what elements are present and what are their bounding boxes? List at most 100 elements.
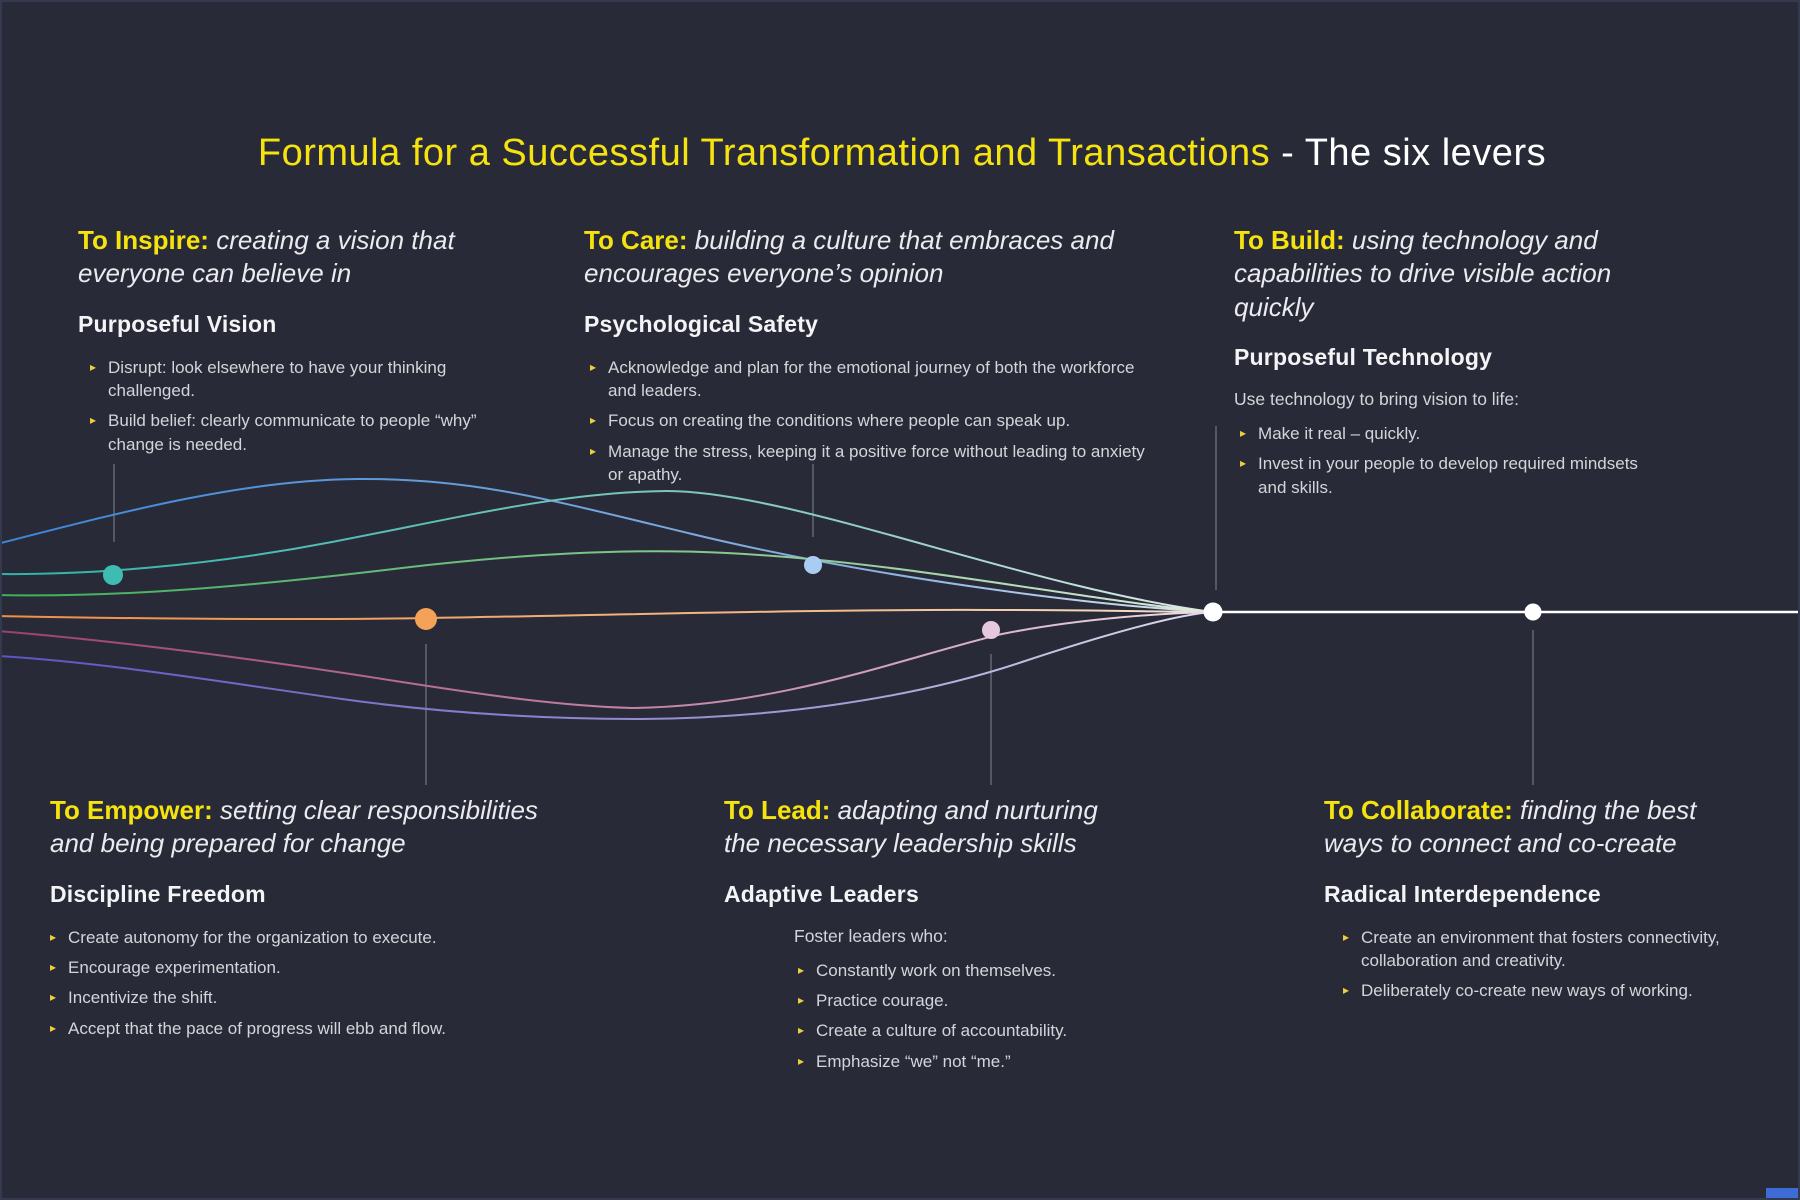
lever-heading: To Lead: adapting and nurturing the nece… (724, 794, 1104, 861)
list-item: ▸ Create a culture of accountability. (798, 1019, 1104, 1042)
lever-intro: Foster leaders who: (794, 925, 948, 946)
stream-purple (2, 611, 1214, 721)
lever-title: To Empower: (50, 795, 213, 825)
bullet-text: Encourage experimentation. (68, 957, 281, 977)
lever-heading: To Empower: setting clear responsibiliti… (50, 794, 550, 861)
list-item: ▸ Accept that the pace of progress will e… (50, 1017, 550, 1040)
bullet-triangle-icon: ▸ (798, 1053, 805, 1068)
stream-orange (2, 608, 1214, 621)
section-to-care: To Care: building a culture that embrace… (584, 224, 1159, 494)
bullet-text: Manage the stress, keeping it a positive… (608, 441, 1145, 485)
bullet-text: Acknowledge and plan for the emotional j… (608, 357, 1135, 400)
bullet-triangle-icon: ▸ (1343, 983, 1350, 998)
list-item: ▸Disrupt: look elsewhere to have your th… (90, 356, 498, 403)
bullet-text: Emphasize “we” not “me.” (816, 1051, 1011, 1071)
lever-title: To Inspire: (78, 225, 209, 255)
bullet-triangle-icon: ▸ (1343, 929, 1350, 944)
node-dot-care (804, 556, 822, 574)
bullet-triangle-icon: ▸ (798, 992, 805, 1007)
bullet-text: Create autonomy for the organization to … (68, 927, 437, 947)
lever-title: To Care: (584, 225, 688, 255)
bullet-list: ▸Disrupt: look elsewhere to have your th… (78, 356, 498, 457)
lever-intro: Use technology to bring vision to life: (1234, 388, 1520, 409)
bullet-text: Create a culture of accountability. (816, 1021, 1068, 1041)
leader-lines (113, 426, 1534, 785)
list-item: ▸ Create an environment that fosters conn… (1343, 926, 1724, 973)
bullet-list: ▸ Create an environment that fosters conn… (1324, 926, 1724, 1003)
lever-subheading: Purposeful Technology (1234, 343, 1493, 370)
lever-description: setting clear responsibilities and being… (50, 795, 538, 859)
bullet-text: Make it real – quickly. (1258, 423, 1421, 443)
lever-description: building a culture that embraces and enc… (584, 225, 1114, 289)
bullet-triangle-icon: ▸ (798, 1023, 805, 1038)
bullet-text: Focus on creating the conditions where p… (608, 411, 1071, 431)
bullet-triangle-icon: ▸ (50, 990, 57, 1005)
node-dot-lead (982, 621, 1000, 639)
bullet-list: ▸ Create autonomy for the organization to… (50, 926, 550, 1041)
lever-subheading: Discipline Freedom (50, 880, 266, 907)
lever-description: finding the best ways to connect and co-… (1324, 795, 1697, 859)
bullet-text: Create an environment that fosters conne… (1361, 927, 1720, 970)
bullet-text: Accept that the pace of progress will eb… (68, 1018, 447, 1038)
bullet-text: Invest in your people to develop require… (1258, 454, 1638, 497)
page-title-highlight: Formula for a Successful Transformation … (257, 132, 1271, 174)
bullet-triangle-icon: ▸ (1240, 425, 1247, 440)
lever-heading: To Collaborate: finding the best ways to… (1324, 794, 1724, 861)
section-to-inspire: To Inspire: creating a vision that every… (78, 224, 498, 463)
bullet-triangle-icon: ▸ (90, 413, 97, 428)
lever-heading: To Care: building a culture that embrace… (584, 224, 1159, 291)
stream-magenta (2, 611, 1214, 710)
list-item: ▸ Encourage experimentation. (50, 956, 550, 979)
lever-description: adapting and nurturing the necessary lea… (724, 795, 1098, 859)
page-title-rest: - The six levers (1270, 132, 1547, 174)
stream-curves (2, 477, 1214, 721)
lever-title: To Lead: (724, 795, 831, 825)
node-dot-empower (415, 608, 437, 630)
page-title: Formula for a Successful Transformation … (2, 132, 1798, 175)
lever-title: To Collaborate: (1324, 795, 1513, 825)
list-item: ▸ Emphasize “we” not “me.” (798, 1050, 1104, 1073)
stream-green (2, 550, 1214, 613)
lever-subheading: Purposeful Vision (78, 310, 277, 337)
bullet-triangle-icon: ▸ (1240, 456, 1247, 471)
lever-title: To Build: (1234, 225, 1345, 255)
list-item: ▸ Build belief: clearly communicate to pe… (90, 409, 498, 456)
node-dot-build (1203, 602, 1223, 622)
bullet-triangle-icon: ▸ (590, 413, 597, 428)
bullet-triangle-icon: ▸ (50, 959, 57, 974)
bullet-text: Incentivize the shift. (68, 988, 218, 1008)
section-to-lead: To Lead: adapting and nurturing the nece… (724, 794, 1104, 1080)
node-dot-inspire (103, 565, 123, 585)
lever-subheading: Radical Interdependence (1324, 880, 1601, 907)
bullet-triangle-icon: ▸ (590, 443, 597, 458)
lever-heading: To Inspire: creating a vision that every… (78, 224, 498, 291)
section-to-build: To Build: using technology and capabilit… (1234, 224, 1654, 506)
bullet-text: Build belief: clearly communicate to peo… (108, 411, 477, 454)
list-item: ▸ Invest in your people to develop requir… (1240, 452, 1654, 499)
list-item: ▸ Focus on creating the conditions where … (590, 409, 1159, 432)
node-dot-collaborate (1524, 603, 1542, 621)
lever-description: using technology and capabilities to dri… (1234, 225, 1612, 322)
list-item: ▸Practice courage. (798, 989, 1104, 1012)
bullet-text: Constantly work on themselves. (816, 960, 1057, 980)
list-item: ▸ Incentivize the shift. (50, 986, 550, 1009)
lever-subheading: Adaptive Leaders (724, 880, 919, 907)
bullet-triangle-icon: ▸ (90, 359, 97, 374)
bullet-list: ▸ Constantly work on themselves. ▸Practic… (798, 959, 1104, 1074)
stream-blue (2, 477, 1214, 613)
lever-subheading: Psychological Safety (584, 310, 819, 337)
list-item: ▸ Manage the stress, keeping it a positiv… (590, 440, 1159, 487)
stream-teal (2, 489, 1214, 613)
list-item: ▸ Make it real – quickly. (1240, 422, 1654, 445)
bullet-triangle-icon: ▸ (50, 929, 57, 944)
bullet-list: ▸ Acknowledge and plan for the emotional … (584, 356, 1159, 487)
list-item: ▸ Acknowledge and plan for the emotional … (590, 356, 1159, 403)
bullet-list: ▸ Make it real – quickly. ▸ Invest in your… (1234, 422, 1654, 499)
bullet-triangle-icon: ▸ (590, 359, 597, 374)
lever-heading: To Build: using technology and capabilit… (1234, 224, 1654, 324)
bullet-triangle-icon: ▸ (50, 1020, 57, 1035)
bullet-triangle-icon: ▸ (798, 962, 805, 977)
list-item: ▸ Create autonomy for the organization to… (50, 926, 550, 949)
